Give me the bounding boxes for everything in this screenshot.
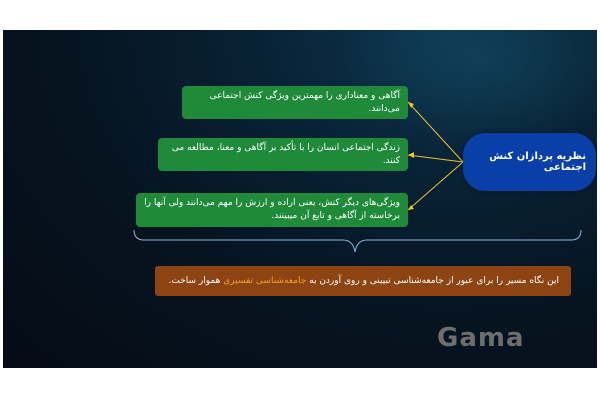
item-text-3: ویژگی‌های دیگر کنش، یعنی اراده و ارزش را… — [144, 198, 400, 221]
curly-brace — [133, 229, 582, 253]
connector-line-2 — [407, 154, 464, 163]
central-node: نظریه پردازان کنش اجتماعی — [463, 133, 596, 191]
item-text-1: آگاهی و معناداری را مهمترین ویژگی کنش اج… — [209, 90, 400, 114]
summary-text-before: این نگاه مسیر را برای عبور از جامعه‌شناس… — [306, 276, 559, 286]
logo-text: Gama — [437, 323, 525, 353]
arrowhead-1 — [408, 102, 414, 108]
item-box-2: زندگی اجتماعی انسان را با تأکید بر آگاهی… — [158, 138, 408, 171]
summary-text-after: هموار ساخت. — [168, 276, 224, 286]
connector-line-1 — [407, 101, 464, 163]
arrowhead-2 — [408, 152, 414, 158]
arrowhead-3 — [408, 205, 414, 210]
summary-highlight: جامعه‌شناسی تفسیری — [223, 276, 307, 286]
connectors-layer — [133, 101, 582, 253]
summary-box: این نگاه مسیر را برای عبور از جامعه‌شناس… — [155, 266, 571, 296]
summary-text: این نگاه مسیر را برای عبور از جامعه‌شناس… — [169, 276, 559, 286]
central-node-label: نظریه پردازان کنش اجتماعی — [489, 151, 586, 173]
item-box-1: آگاهی و معناداری را مهمترین ویژگی کنش اج… — [182, 86, 408, 119]
item-text-2: زندگی اجتماعی انسان را با تأکید بر آگاهی… — [171, 142, 400, 166]
connector-line-3 — [407, 161, 464, 211]
slide: آگاهی و معناداری را مهمترین ویژگی کنش اج… — [3, 30, 597, 368]
gama-logo: Gama — [437, 323, 525, 353]
item-box-3: ویژگی‌های دیگر کنش، یعنی اراده و ارزش را… — [136, 193, 408, 227]
